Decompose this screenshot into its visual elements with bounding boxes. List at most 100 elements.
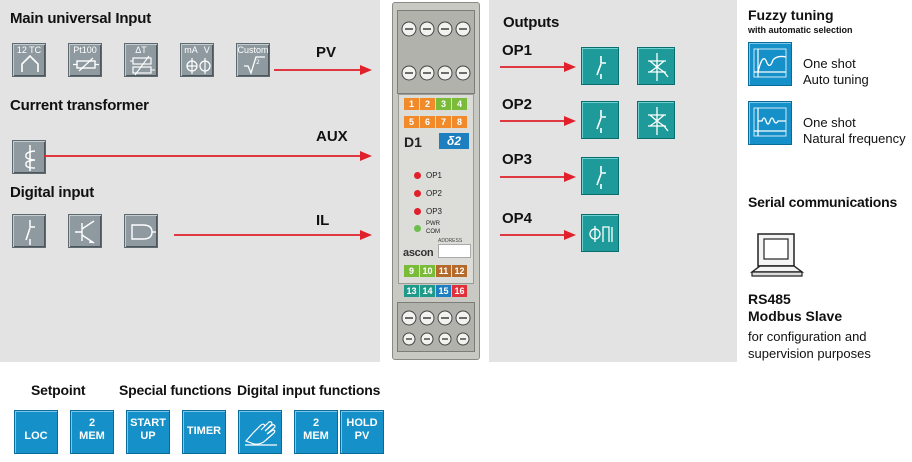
digital-2mem-button[interactable]: 2 MEM bbox=[294, 410, 338, 454]
op1-triac-button[interactable] bbox=[637, 47, 675, 85]
auto-tuning-line1: One shot bbox=[803, 56, 856, 71]
terminal-13: 13 bbox=[404, 285, 419, 297]
terminal-12: 12 bbox=[452, 265, 467, 277]
op4-label: OP4 bbox=[502, 210, 533, 227]
op1-led-label: OP1 bbox=[426, 171, 443, 180]
current-transformer-title: Current transformer bbox=[10, 97, 149, 114]
setpoint-loc-button[interactable]: LOC bbox=[14, 410, 58, 454]
com-led-label: COM bbox=[426, 229, 440, 235]
current-transformer-icon bbox=[25, 145, 36, 171]
pt100-button[interactable]: Pt100 bbox=[68, 43, 102, 77]
transistor-button[interactable] bbox=[68, 214, 102, 248]
timer-label: TIMER bbox=[186, 425, 222, 437]
thermocouple-icon bbox=[21, 54, 39, 72]
auto-tuning-line2: Auto tuning bbox=[803, 72, 869, 87]
serial-desc-line2: supervision purposes bbox=[748, 346, 871, 361]
logic-gate-icon bbox=[131, 224, 156, 240]
terminal-5: 5 bbox=[404, 116, 419, 128]
digital-input-title: Digital input bbox=[10, 184, 95, 201]
start-up-line1: START bbox=[130, 417, 166, 429]
aux-signal-label: AUX bbox=[316, 128, 348, 145]
terminal-1: 1 bbox=[404, 98, 419, 110]
hold-pv-button[interactable]: HOLD PV bbox=[340, 410, 384, 454]
setpoint-loc-label: LOC bbox=[24, 430, 48, 442]
start-up-button[interactable]: START UP bbox=[126, 410, 170, 454]
terminal-6: 6 bbox=[420, 116, 435, 128]
pt100-label: Pt100 bbox=[73, 45, 97, 55]
terminal-3: 3 bbox=[436, 98, 451, 110]
transistor-icon bbox=[75, 220, 95, 244]
terminal-9: 9 bbox=[404, 265, 419, 277]
timer-button[interactable]: TIMER bbox=[182, 410, 226, 454]
modbus-label: Modbus Slave bbox=[748, 308, 843, 324]
computer-terminal-icon bbox=[748, 232, 805, 282]
terminal-7: 7 bbox=[436, 116, 451, 128]
logic-gate-button[interactable] bbox=[124, 214, 158, 248]
terminal-15: 15 bbox=[436, 285, 451, 297]
serial-desc-line1: for configuration and bbox=[748, 329, 867, 344]
hand-button[interactable] bbox=[238, 410, 282, 454]
digital-2mem-number: 2 bbox=[312, 417, 320, 429]
svg-text:2: 2 bbox=[256, 59, 260, 66]
pwr-led bbox=[414, 225, 421, 232]
op1-label: OP1 bbox=[502, 42, 533, 59]
op1-relay-button[interactable] bbox=[581, 47, 619, 85]
op3-led-label: OP3 bbox=[426, 207, 443, 216]
triac-icon bbox=[648, 107, 669, 135]
auto-tuning-icon bbox=[753, 48, 787, 78]
op4-ssr-button[interactable] bbox=[581, 214, 619, 252]
terminal-4: 4 bbox=[452, 98, 467, 110]
setpoint-2mem-number: 2 bbox=[88, 417, 96, 429]
op3-label: OP3 bbox=[502, 151, 533, 168]
terminal-16: 16 bbox=[452, 285, 467, 297]
pv-arrow bbox=[274, 65, 372, 75]
ma-v-label: mA V bbox=[184, 45, 210, 55]
natural-frequency-button[interactable] bbox=[748, 101, 792, 145]
switch-contact-button[interactable] bbox=[12, 214, 46, 248]
custom-label: Custom bbox=[237, 45, 269, 55]
op2-label: OP2 bbox=[502, 96, 533, 113]
thermocouple-button[interactable]: 12 TC bbox=[12, 43, 46, 77]
outputs-title: Outputs bbox=[503, 14, 560, 31]
digital-input-functions-title: Digital input functions bbox=[237, 382, 381, 398]
auto-tuning-button[interactable] bbox=[748, 42, 792, 86]
device-model: D1 bbox=[404, 134, 422, 150]
delta-t-icon bbox=[130, 55, 155, 76]
custom-button[interactable]: Custom 2 bbox=[236, 43, 270, 77]
ma-v-button[interactable]: mA V bbox=[180, 43, 214, 77]
op2-relay-button[interactable] bbox=[581, 101, 619, 139]
op2-triac-button[interactable] bbox=[637, 101, 675, 139]
il-signal-label: IL bbox=[316, 212, 330, 229]
start-up-line2: UP bbox=[140, 430, 156, 442]
brand-logo: ascon bbox=[403, 247, 434, 259]
op1-arrow bbox=[500, 62, 576, 72]
hand-icon bbox=[244, 421, 277, 446]
terminal-10: 10 bbox=[420, 265, 435, 277]
terminal-11: 11 bbox=[436, 265, 451, 277]
op2-led-label: OP2 bbox=[426, 189, 443, 198]
delta-t-button[interactable]: ΔT bbox=[124, 43, 158, 77]
current-transformer-button[interactable] bbox=[12, 140, 46, 174]
natural-frequency-icon bbox=[753, 107, 787, 137]
op3-relay-button[interactable] bbox=[581, 157, 619, 195]
natural-frequency-line1: One shot bbox=[803, 115, 856, 130]
terminal-14: 14 bbox=[420, 285, 435, 297]
top-screws-row1 bbox=[400, 20, 472, 38]
main-input-title: Main universal Input bbox=[10, 10, 152, 27]
device-model-badge: δ2 bbox=[439, 133, 469, 149]
setpoint-2mem-button[interactable]: 2 MEM bbox=[70, 410, 114, 454]
op1-led bbox=[414, 172, 421, 179]
op2-arrow bbox=[500, 116, 576, 126]
serial-title: Serial communications bbox=[748, 194, 898, 210]
rs485-label: RS485 bbox=[748, 291, 791, 307]
pt100-resistor-icon bbox=[73, 57, 99, 72]
triac-icon bbox=[648, 53, 669, 81]
custom-curve-icon: 2 bbox=[244, 56, 265, 75]
thermocouple-label: 12 TC bbox=[16, 45, 42, 55]
op2-led bbox=[414, 190, 421, 197]
address-field bbox=[438, 244, 471, 258]
terminal-2: 2 bbox=[420, 98, 435, 110]
delta-t-label: ΔT bbox=[135, 45, 147, 55]
hold-pv-line1: HOLD bbox=[346, 417, 378, 429]
switch-contact-icon bbox=[25, 220, 35, 245]
